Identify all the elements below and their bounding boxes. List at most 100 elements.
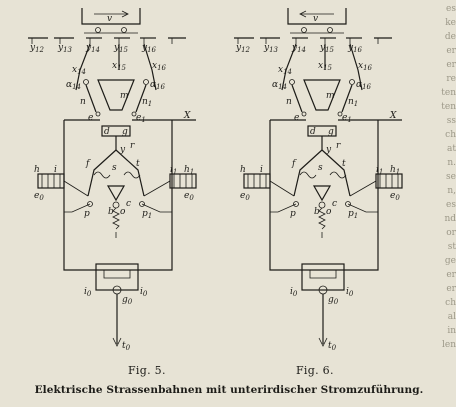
- label-f: f: [85, 159, 91, 169]
- contact-shoe: [95, 27, 101, 33]
- label-i1: i1: [376, 165, 383, 176]
- lead-p: [270, 203, 297, 213]
- label-c: c: [332, 199, 337, 209]
- label-n: n: [80, 97, 86, 107]
- velocity-label: v: [107, 14, 112, 24]
- return-spring: [318, 207, 326, 230]
- pivot-o: [112, 201, 120, 209]
- feeder-line: [75, 43, 91, 91]
- label-i: i: [260, 165, 263, 175]
- label-m: m: [326, 91, 335, 101]
- label-s: s: [112, 163, 117, 173]
- coil-link: [349, 180, 377, 197]
- label-x16: x16: [358, 61, 373, 72]
- label-a16: α16: [356, 80, 372, 91]
- velocity-label: v: [313, 14, 318, 24]
- label-x16: x16: [152, 61, 167, 72]
- label-h1: h1: [390, 165, 400, 176]
- label-t0: t0: [122, 341, 131, 352]
- adjacent-text-line: ch: [445, 298, 456, 308]
- adjacent-text-line: de: [444, 32, 456, 42]
- label-i0: i0: [84, 287, 92, 298]
- label-i0r: i0: [346, 287, 354, 298]
- label-i0r: i0: [140, 287, 148, 298]
- contact-p: [87, 201, 93, 207]
- label-a16: α16: [150, 80, 166, 91]
- rail-label: y12: [235, 43, 251, 54]
- label-x14: x14: [72, 65, 86, 76]
- rail-label: y14: [85, 43, 100, 54]
- label-y: y: [119, 145, 126, 155]
- switch-arm-t: [321, 149, 351, 197]
- switch-arm-t: [115, 149, 145, 197]
- adjacent-text-line: nd: [444, 214, 456, 224]
- contact-e: [95, 111, 101, 117]
- label-p1: p1: [142, 209, 152, 220]
- label-X: X: [183, 111, 191, 121]
- adjacent-text-line: es: [446, 4, 456, 14]
- label-X: X: [389, 111, 397, 121]
- adjacent-text-line: er: [446, 46, 456, 56]
- plate-title: Elektrische Strassenbahnen mit unterirdi…: [34, 384, 424, 396]
- adjacent-text-line: ch: [445, 130, 456, 140]
- spring-f: [93, 171, 111, 179]
- contact-p: [293, 201, 299, 207]
- switch-bridge: [309, 270, 337, 279]
- adjacent-text-line: es: [446, 200, 456, 210]
- adjacent-text-line: ten: [441, 88, 456, 98]
- lever-n1: [135, 84, 147, 113]
- adjacent-text-line: er: [446, 270, 456, 280]
- spring-t: [123, 171, 141, 179]
- feeder-line: [143, 43, 157, 91]
- terminal-a14: [83, 79, 89, 85]
- spring-t: [329, 171, 347, 179]
- contact-p1: [345, 201, 351, 207]
- label-x14: x14: [278, 65, 292, 76]
- coil-link: [269, 180, 295, 197]
- adjacent-text-line: n.: [447, 158, 456, 168]
- label-g: g: [122, 127, 128, 137]
- label-e0: e0: [34, 191, 44, 202]
- label-d: d: [104, 127, 110, 137]
- label-i: i: [54, 165, 57, 175]
- ground-switch: [301, 263, 345, 291]
- label-x15: x15: [318, 61, 333, 72]
- switch-arm-f: [87, 149, 117, 197]
- rail-label: y16: [347, 43, 363, 54]
- magnet-m: [97, 79, 135, 111]
- label-p: p: [84, 209, 90, 219]
- rail-label: y14: [291, 43, 306, 54]
- lever-n: [291, 84, 303, 113]
- adjacent-text-line: ss: [446, 116, 456, 126]
- adjacent-text-line: len: [441, 340, 456, 350]
- contact-shoe: [121, 27, 127, 33]
- spring-f: [299, 171, 317, 179]
- label-b: b: [314, 207, 320, 217]
- label-h: h: [34, 165, 40, 175]
- label-e: e: [88, 113, 93, 123]
- label-i1: i1: [170, 165, 177, 176]
- switch-arm-f: [293, 149, 323, 197]
- label-a14: α14: [272, 80, 287, 91]
- adjacent-text-line: er: [446, 284, 456, 294]
- label-b: b: [108, 207, 114, 217]
- car-outline: [287, 8, 347, 25]
- coil-link: [143, 180, 171, 197]
- rail-label: y12: [29, 43, 45, 54]
- label-g0: g0: [328, 295, 339, 306]
- contact-p1: [139, 201, 145, 207]
- label-e0r: e0: [390, 191, 400, 202]
- contact-e: [301, 111, 307, 117]
- arrow-head: [299, 10, 307, 18]
- label-e1: e1: [136, 113, 146, 124]
- main-circuit: [63, 120, 173, 271]
- adjacent-text-line: or: [446, 228, 456, 238]
- label-e: e: [294, 113, 299, 123]
- label-t0: t0: [328, 341, 337, 352]
- label-t: t: [136, 159, 140, 169]
- label-p1: p1: [348, 209, 358, 220]
- label-x15: x15: [112, 61, 127, 72]
- ground-switch: [95, 263, 139, 291]
